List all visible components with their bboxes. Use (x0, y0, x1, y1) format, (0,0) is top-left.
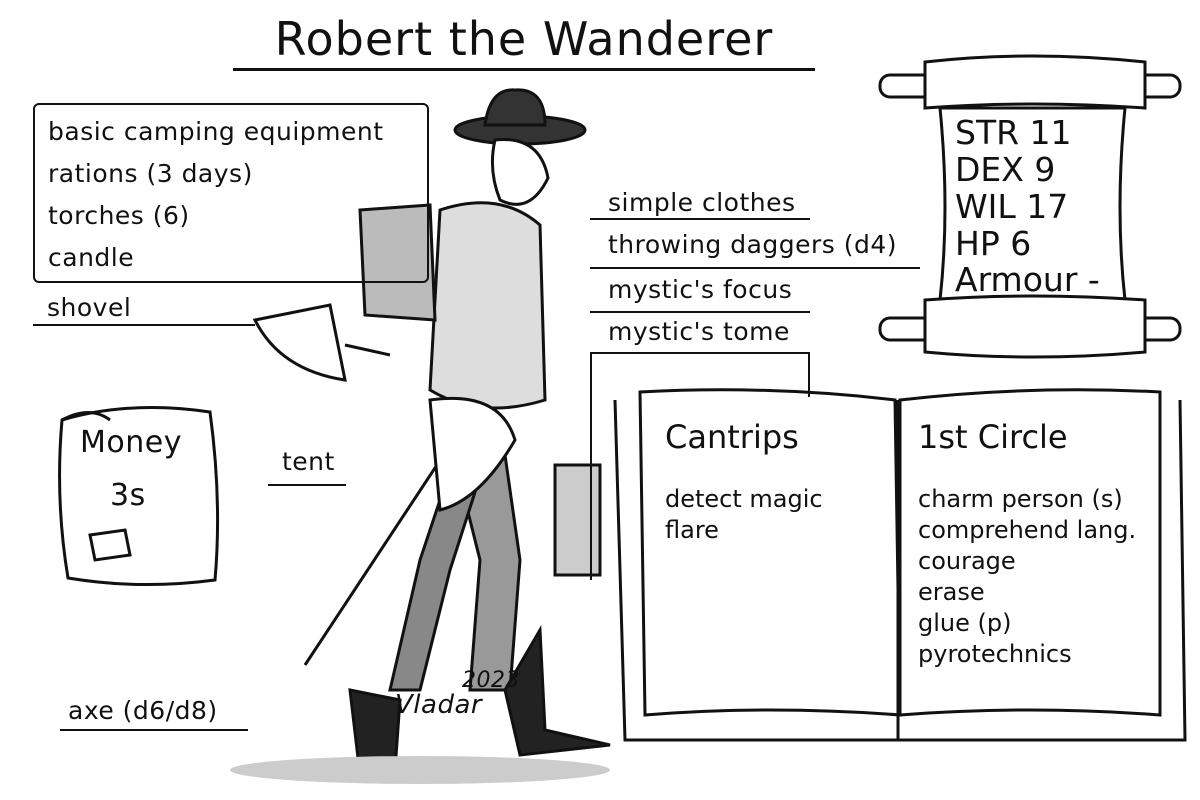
cantrip-item: flare (665, 516, 719, 544)
leader-line (590, 352, 592, 580)
label-mystics-focus: mystic's focus (608, 275, 793, 304)
page-title: Robert the Wanderer (274, 12, 774, 66)
leader-line (60, 729, 248, 731)
leader-line (268, 484, 346, 486)
spell-item: pyrotechnics (918, 640, 1072, 668)
spell-item: glue (p) (918, 609, 1012, 637)
circle1-title: 1st Circle (918, 418, 1068, 456)
cantrip-item: detect magic (665, 485, 823, 513)
stat-dex: DEX 9 (955, 150, 1056, 189)
inventory-box: basic camping equipment rations (3 days)… (33, 103, 429, 283)
label-mystics-tome: mystic's tome (608, 317, 790, 346)
signature-year: 2023 (462, 668, 520, 693)
spell-item: erase (918, 578, 985, 606)
title-underline (233, 68, 815, 71)
money-pouch (58, 406, 220, 587)
stat-str: STR 11 (955, 113, 1072, 152)
stat-wil: WIL 17 (955, 187, 1069, 226)
inventory-item: rations (3 days) (48, 159, 253, 188)
label-shovel: shovel (47, 293, 132, 322)
leader-line (33, 324, 255, 326)
spell-item: courage (918, 547, 1016, 575)
character-figure (230, 88, 611, 784)
stat-armour: Armour - (955, 260, 1100, 299)
spell-item: comprehend lang. (918, 516, 1137, 544)
label-tent: tent (282, 447, 335, 476)
stat-hp: HP 6 (955, 224, 1032, 263)
spell-item: charm person (s) (918, 485, 1123, 513)
leader-line (808, 352, 810, 397)
cantrips-title: Cantrips (665, 418, 799, 456)
label-axe: axe (d6/d8) (68, 696, 218, 725)
money-amount: 3s (110, 478, 146, 513)
inventory-item: torches (6) (48, 201, 190, 230)
leader-line (590, 218, 810, 220)
spellbook-drawing (613, 388, 1187, 742)
signature-name: Vladar (395, 690, 483, 720)
label-simple-clothes: simple clothes (608, 188, 796, 217)
leader-line (590, 352, 810, 354)
label-throwing-daggers: throwing daggers (d4) (608, 230, 898, 259)
money-label: Money (80, 425, 182, 460)
leader-line (590, 267, 920, 269)
inventory-item: basic camping equipment (48, 117, 384, 146)
stats-scroll (878, 54, 1182, 359)
inventory-item: candle (48, 243, 135, 272)
leader-line (590, 311, 810, 313)
